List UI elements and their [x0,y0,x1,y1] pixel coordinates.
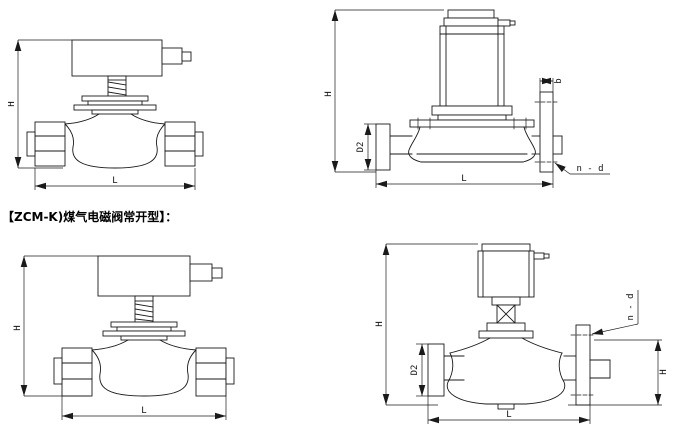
coil-housing [477,250,535,298]
dim-label-L: L [141,406,146,416]
cable-connector [189,263,213,282]
hex-union-right [195,347,227,397]
pipe-stub-right [194,131,204,157]
dimension-L [61,396,227,420]
dim-label-H: H [13,325,23,330]
dimension-H [20,255,98,397]
dim-label-L: L [112,176,117,186]
dimension-L [375,170,554,188]
pipe-stub-left [26,131,36,157]
cable-gland [181,51,192,62]
valve-body [53,339,235,397]
hex-union-right [164,121,196,167]
dim-label-H: H [375,321,385,326]
dim-label-b: b [554,78,564,83]
hex-union-left [61,347,93,397]
drawing-threaded-valve-bottom: H L [13,255,235,420]
dimension-H2 [568,339,662,406]
cable-connector [161,47,183,65]
valve-body [443,330,577,410]
outlet-flange [570,324,611,406]
valve-body [389,117,541,163]
dimension-b [539,77,554,92]
cable-gland [211,267,223,279]
section-label: 【ZCM-K)煤气电磁阀常开型】： [2,210,178,224]
dim-label-H: H [8,101,17,106]
cable-connector [497,19,511,27]
solenoid-coil [71,39,192,81]
dimension-n-d [554,162,610,175]
drawing-flanged-valve-bottom: H D2 n - d H L [375,243,669,424]
bonnet [73,95,157,115]
dimension-D2 [416,343,428,397]
inlet-flange [427,343,445,397]
dim-label-D2: D2 [410,365,420,376]
valve-body [26,113,204,169]
outlet-flange [534,91,563,173]
drawing-threaded-valve-top: H L [8,39,204,190]
dimension-H [14,39,72,169]
pipe-stub-right [225,357,235,385]
stem-spring [107,79,127,97]
inlet-flange [375,123,391,171]
bottom-boss [497,403,515,410]
dim-label-n-d: n - d [626,293,636,320]
dim-label-H2: H [659,369,669,374]
pipe-stub-left [53,357,63,385]
dimension-n-d [591,290,639,335]
dim-label-n-d: n - d [576,164,603,174]
dimension-H [382,243,478,406]
solenoid-actuator [477,243,550,332]
actuator-cap [447,9,495,19]
coil-housing [439,25,505,107]
dim-label-L: L [506,410,511,420]
dimension-L [427,396,591,424]
dimension-D2 [364,123,376,171]
stem-spring [134,300,154,323]
solenoid-actuator [431,9,516,121]
dim-label-H: H [324,91,334,96]
actuator-cap [481,243,531,252]
dimension-L [34,168,196,190]
solenoid-coil [97,255,223,302]
dimension-H [331,9,444,173]
dim-label-L: L [461,174,466,184]
hex-union-left [34,121,66,167]
bonnet [102,321,186,341]
cable-connector [533,252,545,260]
drawing-flanged-valve-top: H D2 b n - d L [324,9,610,188]
bonnet-flange [478,330,534,339]
yoke-gland [496,304,516,324]
diaphragm-cover-flange [409,119,535,128]
dim-label-D2: D2 [356,142,366,153]
